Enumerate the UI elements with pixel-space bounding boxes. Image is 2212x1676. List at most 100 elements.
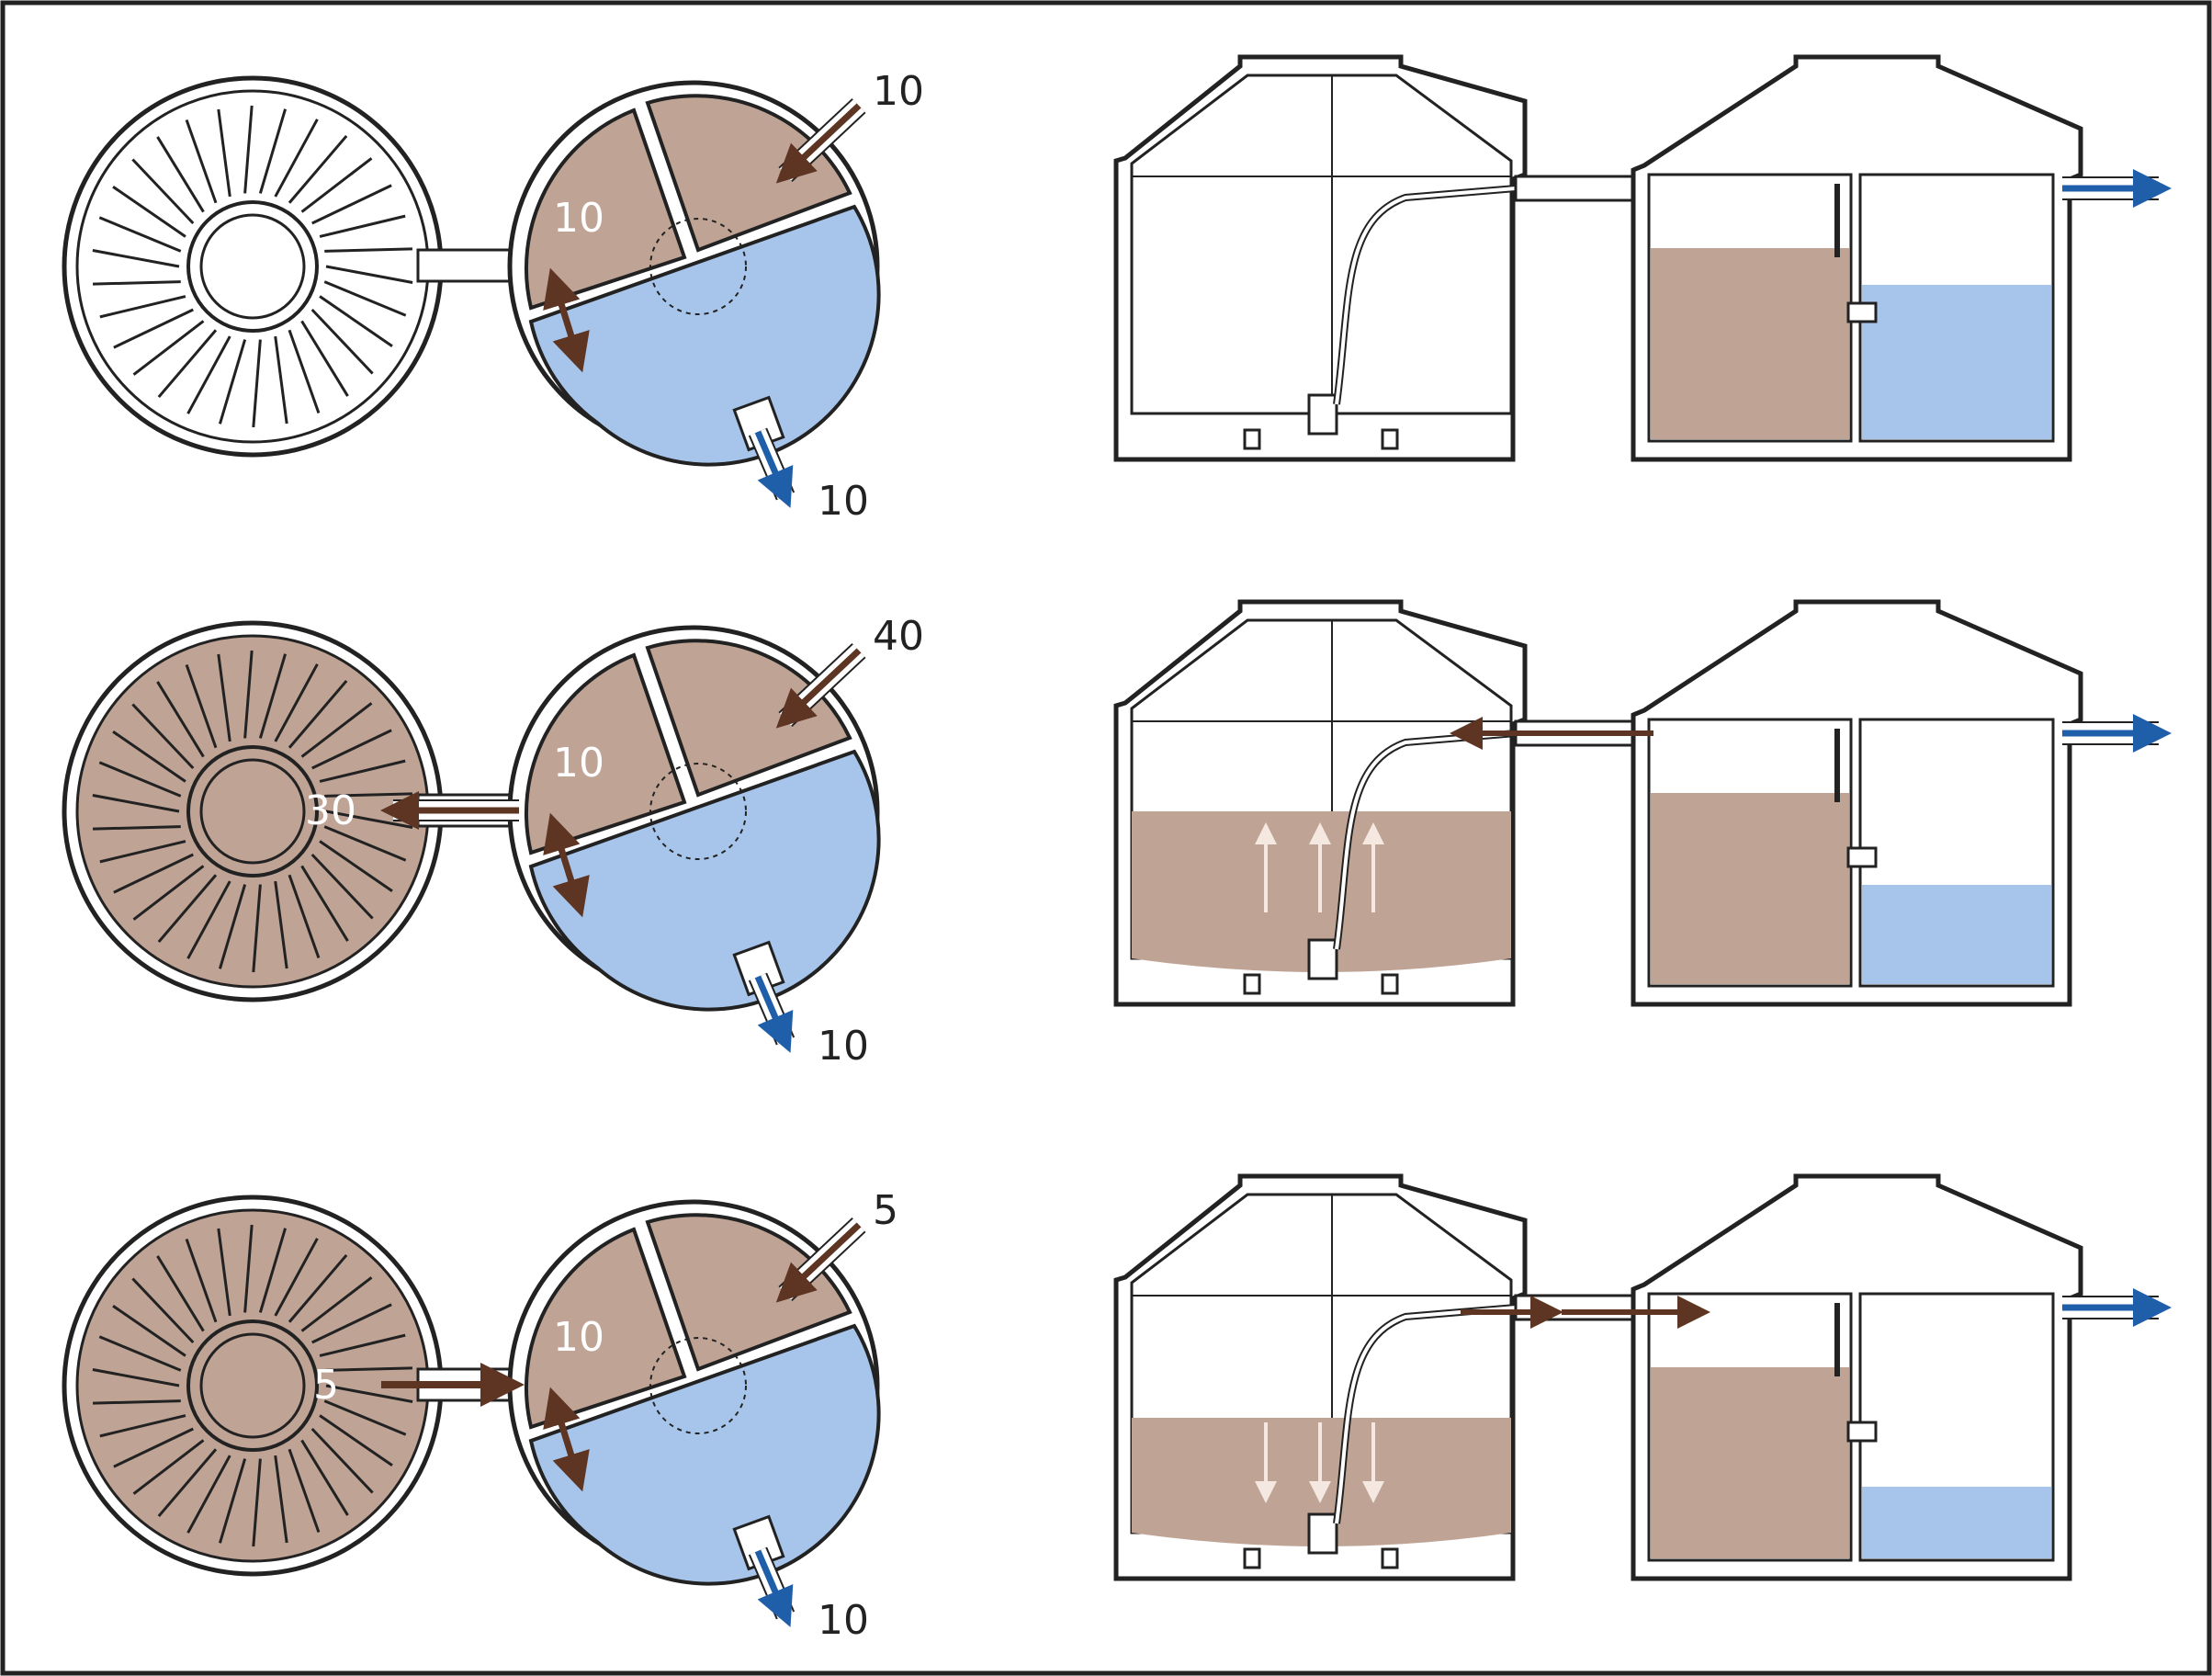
- tank-value: 30: [305, 787, 356, 834]
- fin: [92, 794, 180, 813]
- outflow-value: 10: [818, 1023, 869, 1070]
- fin: [99, 840, 186, 864]
- internal-flow-arrow-back: [543, 1387, 582, 1481]
- center-column-inner: [199, 213, 306, 320]
- pump-hose-inner: [1335, 187, 1517, 405]
- fin: [132, 320, 205, 376]
- internal-flow-arrow-back: [543, 267, 582, 362]
- fin: [300, 157, 373, 213]
- sludge-chamber-left: [524, 108, 687, 311]
- inflow-value: 10: [873, 68, 924, 115]
- fin: [218, 1458, 247, 1544]
- fin: [185, 1238, 218, 1323]
- fin: [157, 1448, 218, 1518]
- foot: [1381, 1547, 1399, 1569]
- fin: [98, 1335, 182, 1372]
- fin: [99, 1414, 186, 1438]
- fin: [300, 1276, 373, 1332]
- fin: [252, 884, 262, 973]
- fin: [113, 853, 194, 894]
- fin: [323, 825, 407, 862]
- fin: [185, 663, 218, 749]
- overflow-stub: [1846, 1421, 1878, 1443]
- fin: [217, 108, 231, 198]
- outflow-value: 10: [818, 478, 869, 525]
- storage-section-inner: [1130, 74, 1513, 415]
- fin: [112, 730, 186, 783]
- section-view: [1113, 1173, 2172, 1581]
- fin: [288, 679, 348, 749]
- fin: [131, 703, 195, 770]
- pump-hose-inner: [1335, 731, 1517, 950]
- fin: [311, 184, 392, 225]
- sludge-chamber-top: [645, 94, 852, 253]
- fin: [323, 280, 407, 317]
- fin: [92, 249, 180, 268]
- fin: [98, 216, 182, 253]
- fin: [98, 761, 182, 798]
- fin: [274, 663, 319, 742]
- fin: [325, 265, 413, 284]
- fin: [310, 308, 374, 375]
- section-connecting-pipe: [1514, 1294, 1646, 1321]
- fin: [186, 335, 231, 414]
- fin: [93, 1399, 181, 1405]
- fin: [132, 1439, 205, 1495]
- internal-flow-arrow-back: [543, 812, 582, 907]
- pump-icon: [1307, 393, 1338, 436]
- separator-sludge: [1651, 793, 1849, 984]
- sludge-chamber-top: [645, 639, 852, 798]
- fin: [132, 865, 205, 921]
- tank-value: 5: [313, 1362, 339, 1409]
- center-column-inner: [199, 758, 306, 865]
- fin: [113, 308, 194, 349]
- fin: [288, 329, 321, 414]
- section-view: [1113, 54, 2172, 462]
- fin: [325, 1384, 413, 1403]
- sump-outline: [649, 1337, 747, 1434]
- fin: [243, 105, 254, 194]
- fin: [319, 840, 393, 893]
- inflow-arrow: [775, 1217, 866, 1303]
- separator-water: [1862, 1487, 2051, 1558]
- fin: [252, 339, 262, 428]
- separator-water: [1862, 885, 2051, 984]
- fin: [288, 1253, 348, 1323]
- fin: [156, 136, 205, 213]
- fin: [217, 1228, 231, 1317]
- sump-outline: [649, 218, 747, 315]
- level-rising-arrows: [1255, 822, 1384, 912]
- sludge-chamber-left: [524, 652, 687, 855]
- fin: [156, 1255, 205, 1332]
- outflow-arrow: [748, 1546, 796, 1627]
- fin: [157, 874, 218, 944]
- fin: [185, 119, 218, 204]
- fin: [323, 1399, 407, 1436]
- foot: [1243, 973, 1261, 995]
- fin: [156, 681, 205, 758]
- radial-fins: [92, 105, 413, 428]
- fin: [186, 880, 231, 959]
- fin: [311, 729, 392, 770]
- fin: [319, 1333, 406, 1357]
- radial-fins: [92, 650, 413, 973]
- fin: [300, 320, 349, 397]
- outflow-arrow: [748, 427, 796, 508]
- foot: [1243, 1547, 1261, 1569]
- fin: [243, 1224, 254, 1313]
- sludge-chamber-left: [524, 1227, 687, 1430]
- inflow-value: 40: [873, 613, 924, 660]
- fin: [93, 280, 181, 286]
- fin: [274, 1455, 288, 1544]
- fin: [288, 134, 348, 204]
- fin: [311, 1303, 392, 1344]
- fin: [157, 329, 218, 399]
- separator-water: [1862, 285, 2051, 439]
- fin: [186, 1455, 231, 1534]
- overflow-stub: [1846, 301, 1878, 323]
- storage-section-shell: [1113, 54, 1528, 462]
- fin: [258, 1228, 288, 1313]
